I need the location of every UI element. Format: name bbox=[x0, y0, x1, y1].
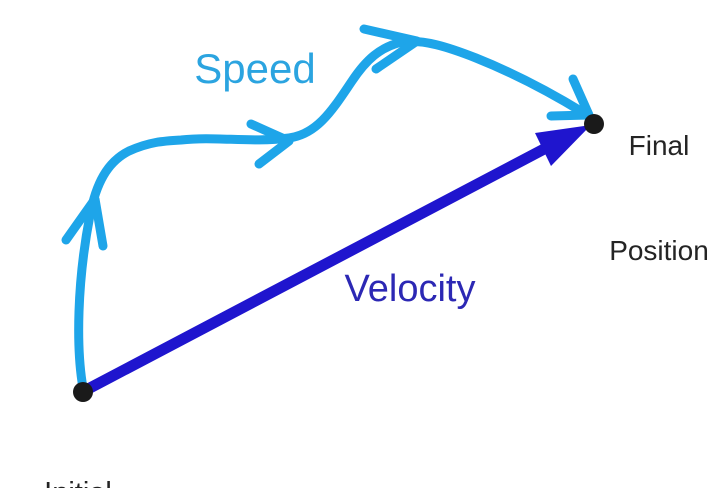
speed-path bbox=[74, 36, 589, 393]
final-position-dot bbox=[584, 114, 604, 134]
final-position-label-line1: Final bbox=[628, 130, 690, 161]
speed-arrowhead-3 bbox=[359, 24, 422, 74]
initial-position-label: Initial position bbox=[0, 408, 156, 488]
speed-arrowhead-2 bbox=[246, 119, 294, 169]
final-position-label-line2: Position bbox=[609, 235, 709, 266]
velocity-line bbox=[82, 142, 552, 395]
initial-position-label-line1: Initial bbox=[0, 476, 156, 488]
final-position-label: Final Position bbox=[577, 58, 720, 338]
speed-arrowhead-1 bbox=[61, 194, 108, 251]
velocity-arrowhead bbox=[535, 125, 591, 166]
initial-position-dot bbox=[73, 382, 93, 402]
velocity-label: Velocity bbox=[344, 268, 476, 310]
speed-label: Speed bbox=[194, 45, 316, 92]
speed-arrowhead-4 bbox=[546, 74, 594, 121]
